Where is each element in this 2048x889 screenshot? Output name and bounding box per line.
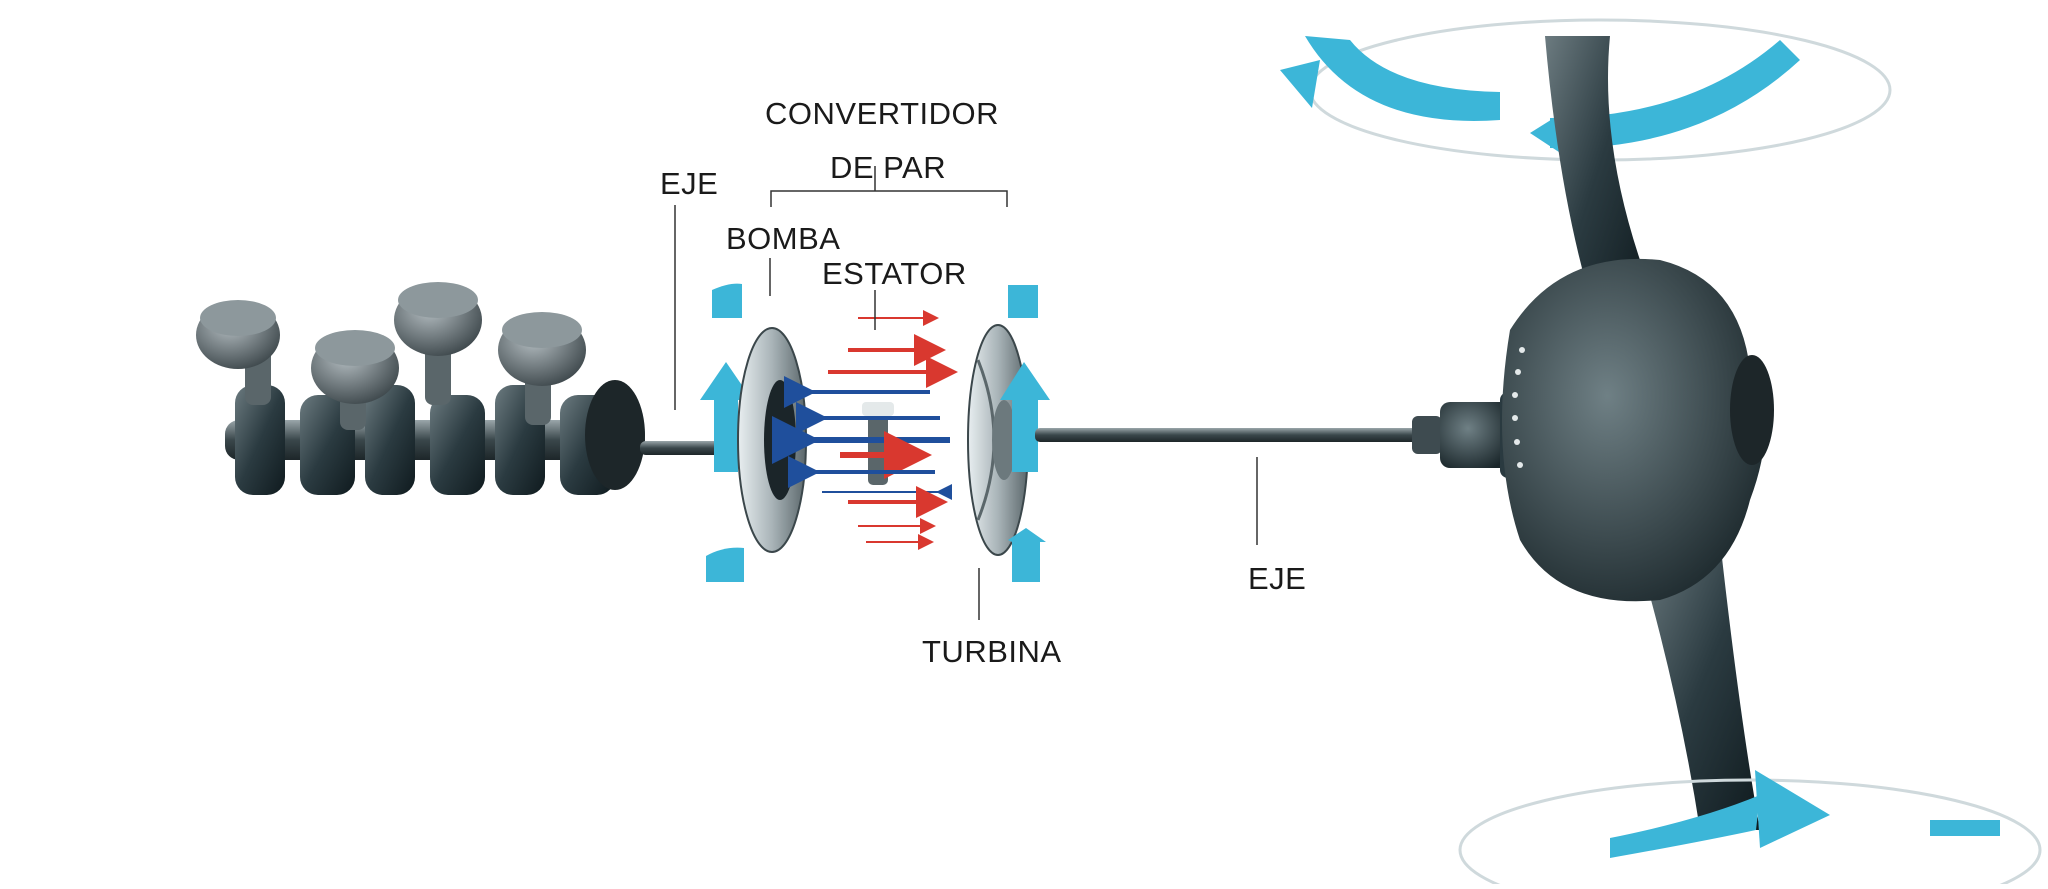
convertidor-bracket [770,190,1008,207]
eje-left-label: EJE [660,166,719,201]
leader-lines [674,166,1258,620]
piston-4 [498,312,586,386]
input-shaft [640,441,720,455]
eje-right-label: EJE [1248,561,1307,596]
bottom-rotation-arrows [1458,770,2042,889]
pump-flow-arrows [700,283,752,582]
stator [862,402,894,485]
fluid-flow-arrows [772,310,958,550]
convertidor-label-line1: CONVERTIDOR [765,96,1000,131]
torque-converter [700,283,1050,582]
piston-1 [196,300,280,369]
turbine-flow-arrows [1000,285,1050,582]
estator-label: ESTATOR [822,256,967,291]
convertidor-label-line2: DE PAR [830,150,947,185]
piston-2 [311,330,399,404]
output-shaft [1035,392,1530,478]
engine-crankshaft-illustration [196,282,645,495]
bomba-label: BOMBA [726,221,841,256]
pump-impeller [737,327,807,553]
propeller-assembly [1280,18,2042,889]
turbina-label: TURBINA [922,634,1062,669]
piston-3 [394,282,482,356]
